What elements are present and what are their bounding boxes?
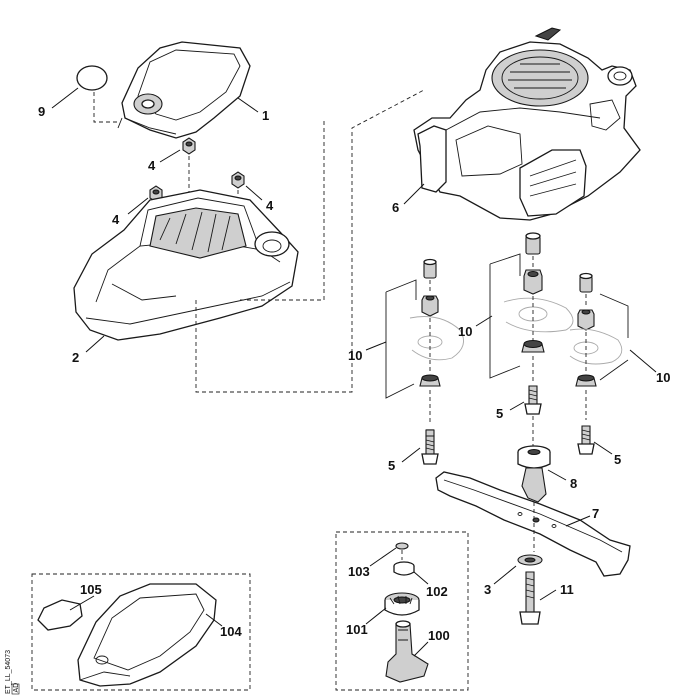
callout-3: 3 — [484, 582, 491, 597]
callout-10: 10 — [348, 348, 362, 363]
part-5-bolt-middle — [524, 385, 542, 446]
document-code-box — [11, 683, 20, 695]
callout-4: 4 — [148, 158, 156, 173]
callout-105: 105 — [80, 582, 102, 597]
callout-4: 4 — [112, 212, 120, 227]
assembly-line-hood-engine-2 — [240, 120, 325, 301]
callout-104: 104 — [220, 624, 242, 639]
callout-4: 4 — [266, 198, 274, 213]
part-3-washer — [517, 554, 543, 566]
part-8-blade-adapter — [517, 445, 551, 503]
part-2-hood — [73, 189, 299, 341]
part-103-cap — [395, 542, 409, 550]
document-code: ET_LL_54073 AD — [5, 650, 20, 695]
part-1-top-cover — [117, 41, 251, 139]
part-6-engine — [413, 27, 641, 221]
callout-8: 8 — [570, 476, 577, 491]
part-9-cap — [76, 65, 108, 91]
part-105-cap — [37, 599, 83, 631]
callout-1: 1 — [262, 108, 269, 123]
callout-5: 5 — [614, 452, 621, 467]
part-4-nut-top — [182, 137, 196, 155]
callout-101: 101 — [346, 622, 368, 637]
assembly-line-hood-engine — [195, 89, 425, 393]
part-5-bolt-left — [421, 429, 439, 465]
part-10-left-group — [385, 258, 465, 424]
kit-box-104-105 — [31, 573, 251, 691]
part-100-hub — [385, 620, 429, 683]
callout-5: 5 — [496, 406, 503, 421]
callout-103: 103 — [348, 564, 370, 579]
part-102-ring — [393, 561, 415, 576]
callout-102: 102 — [426, 584, 448, 599]
callout-100: 100 — [428, 628, 450, 643]
part-10-middle-group — [489, 232, 574, 382]
callout-6: 6 — [392, 200, 399, 215]
document-code-number: ET_LL_54073 — [5, 650, 12, 694]
document-code-suffix: AD — [13, 683, 20, 693]
leader-lines — [51, 87, 657, 657]
callout-10: 10 — [458, 324, 472, 339]
part-11-blade-bolt — [519, 571, 541, 625]
part-104-top-cover — [77, 583, 217, 687]
part-4-nut-right — [231, 171, 245, 189]
callout-10: 10 — [656, 370, 670, 385]
callout-5: 5 — [388, 458, 395, 473]
callout-7: 7 — [592, 506, 599, 521]
part-10-right-group — [569, 272, 629, 420]
part-5-bolt-right — [577, 425, 595, 455]
callout-11: 11 — [560, 582, 574, 597]
kit-box-100-103 — [335, 531, 469, 691]
callout-9: 9 — [38, 104, 45, 119]
part-7-blade — [435, 471, 631, 577]
part-101-bearing — [384, 592, 420, 616]
callout-2: 2 — [72, 350, 79, 365]
assembly-line-9 — [93, 92, 118, 123]
callout-labels: 9 1 4 4 4 2 6 10 10 10 5 5 5 8 7 3 11 10… — [38, 104, 670, 643]
